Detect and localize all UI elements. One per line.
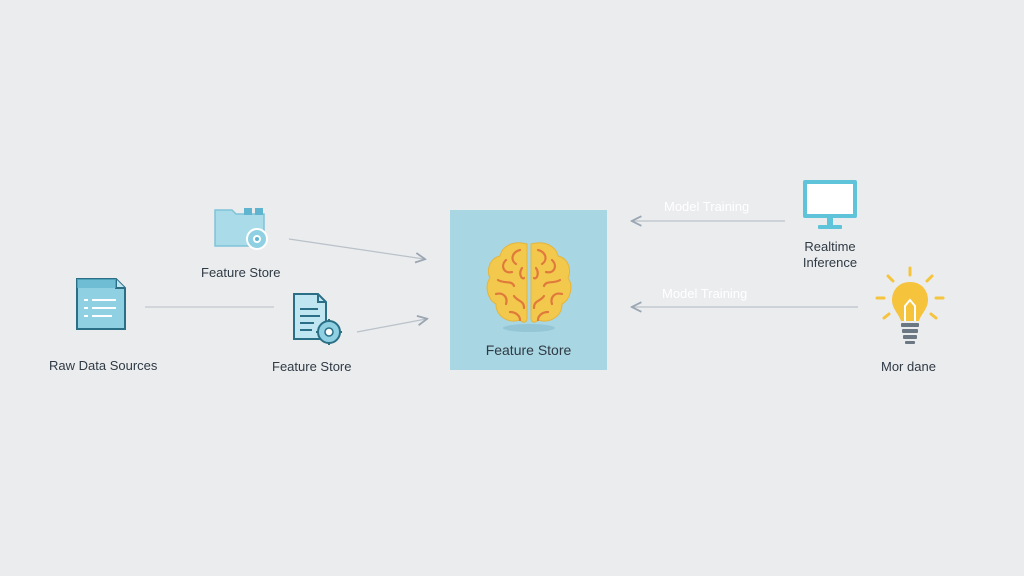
lightbulb-icon (875, 266, 945, 344)
model-done-label: Mor dane (881, 359, 936, 374)
edge-feature-store-mid-to-center (356, 319, 426, 333)
model-training-top-label: Model Training (664, 199, 750, 214)
folder-gear-icon (214, 208, 268, 250)
realtime-inference-line2: Inference (802, 255, 858, 270)
list-document-icon (76, 278, 126, 330)
feature-store-center-label: Feature Store (485, 342, 572, 358)
edge-feature-store-top-to-center (288, 238, 424, 259)
feature-store-center-node: Feature Store (450, 210, 607, 370)
realtime-inference-line1: Realtime (804, 239, 856, 254)
feature-store-mid-label: Feature Store (272, 359, 352, 374)
document-gear-icon (293, 293, 342, 345)
brain-icon (486, 242, 572, 332)
feature-store-top-label: Feature Store (201, 265, 281, 280)
raw-data-sources-label: Raw Data Sources (49, 358, 158, 373)
monitor-icon (803, 180, 857, 229)
realtime-inference-label: Realtime Inference (794, 239, 866, 271)
model-training-bottom-label: Model Training (662, 286, 748, 301)
